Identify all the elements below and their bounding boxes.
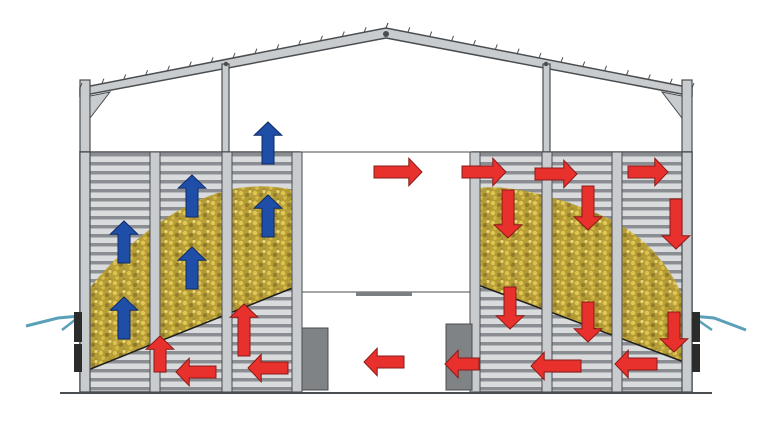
roof-truss	[79, 22, 695, 153]
upflow-arrows	[108, 121, 284, 340]
left-fan-box	[301, 327, 329, 391]
red-flow-arrow-icon	[363, 346, 405, 378]
red-flow-arrow-icon	[228, 303, 260, 357]
center-opening	[301, 151, 473, 391]
red-flow-arrow-icon	[572, 301, 604, 343]
left-inner-post	[221, 63, 230, 153]
red-flow-arrow-icon	[530, 350, 582, 382]
blue-up-arrow-icon	[176, 246, 208, 290]
right-grain-pile	[478, 187, 684, 362]
blue-up-arrow-icon	[252, 194, 284, 238]
blue-up-arrow-icon	[108, 220, 140, 264]
left-perforated-floor	[87, 284, 301, 371]
right-bay-post-2	[611, 151, 623, 393]
right-inner-post	[542, 63, 551, 153]
left-side-support	[25, 312, 82, 372]
door-track	[356, 292, 412, 296]
red-flow-arrow-icon	[614, 348, 658, 380]
right-side-support	[691, 312, 747, 372]
red-flow-arrow-icon	[658, 311, 690, 353]
red-flow-arrow-icon	[572, 185, 604, 231]
red-flow-arrow-icon	[660, 198, 692, 250]
red-flow-arrow-icon	[175, 356, 217, 388]
red-flow-arrow-icon	[444, 348, 480, 380]
red-flow-arrow-icon	[144, 335, 176, 373]
left-bay-inner-post	[291, 151, 303, 393]
right-column-upper	[681, 79, 693, 153]
red-flow-arrow-icon	[247, 352, 289, 384]
red-flow-arrow-icon	[627, 156, 669, 188]
red-flow-arrow-icon	[534, 158, 578, 190]
right-bay	[469, 151, 693, 393]
recirculation-arrows	[144, 156, 692, 388]
blue-up-arrow-icon	[252, 121, 284, 165]
red-flow-arrow-icon	[373, 156, 423, 188]
right-fan-box	[445, 323, 473, 391]
red-flow-arrow-icon	[492, 189, 524, 239]
blue-up-arrow-icon	[176, 174, 208, 218]
red-flow-arrow-icon	[494, 286, 526, 330]
blue-up-arrow-icon	[108, 296, 140, 340]
red-flow-arrow-icon	[461, 156, 507, 188]
right-bay-outer-post	[681, 151, 693, 393]
left-bay-post-2	[221, 151, 233, 393]
left-column-upper	[79, 79, 91, 153]
